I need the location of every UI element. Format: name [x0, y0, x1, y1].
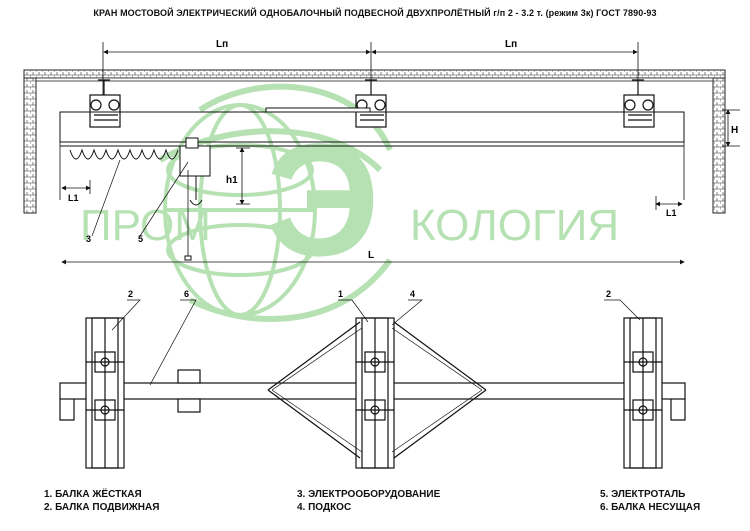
- wall-left: [23, 69, 37, 214]
- legend-item-6: 6. БАЛКА НЕСУЩАЯ: [600, 502, 701, 513]
- overhang-right-label: L1: [666, 208, 677, 218]
- legend-item-3: 3. ЭЛЕКТРООБОРУДОВАНИЕ: [297, 489, 441, 500]
- span-left-label: Lп: [216, 39, 228, 50]
- bridge-beam: [59, 107, 685, 200]
- height-dimensions: [236, 109, 740, 205]
- watermark: Э ПРОМ КОЛОГИЯ: [80, 83, 619, 322]
- top-leader-lines: [91, 159, 189, 237]
- span-right-label: Lп: [505, 39, 517, 50]
- callout-3: 3: [86, 234, 91, 244]
- festoon-cable: [69, 148, 179, 160]
- drawing-title: КРАН МОСТОВОЙ ЭЛЕКТРИЧЕСКИЙ ОДНОБАЛОЧНЫЙ…: [93, 8, 657, 18]
- callout-6: 6: [184, 289, 189, 299]
- legend-column-2: 3. ЭЛЕКТРООБОРУДОВАНИЕ 4. ПОДКОС: [297, 488, 440, 514]
- callout-5: 5: [138, 234, 143, 244]
- legend-column-1: 1. БАЛКА ЖЁСТКАЯ 2. БАЛКА ПОДВИЖНАЯ: [44, 488, 159, 514]
- brace-struts: [267, 321, 487, 459]
- watermark-text-right: КОЛОГИЯ: [410, 201, 619, 250]
- legend-item-4: 4. ПОДКОС: [297, 502, 352, 513]
- callout-4: 4: [410, 289, 415, 299]
- legend-item-2: 2. БАЛКА ПОДВИЖНАЯ: [44, 502, 160, 513]
- overhang-dimensions: [61, 180, 683, 210]
- height-label: Н: [731, 125, 738, 136]
- plan-view: [59, 317, 686, 469]
- legend-item-5: 5. ЭЛЕКТРОТАЛЬ: [600, 489, 686, 500]
- ceiling: [23, 69, 726, 79]
- watermark-globe: [163, 103, 317, 317]
- overhang-left-label: L1: [68, 193, 79, 203]
- legend-column-3: 5. ЭЛЕКТРОТАЛЬ 6. БАЛКА НЕСУЩАЯ: [600, 488, 700, 514]
- callout-2-left: 2: [128, 289, 133, 299]
- plan-leader-lines: [111, 299, 641, 386]
- callout-2-right: 2: [606, 289, 611, 299]
- callout-1: 1: [338, 289, 343, 299]
- electric-hoist: [179, 137, 211, 261]
- total-length-label: L: [368, 250, 374, 261]
- hook-height-label: h1: [226, 175, 238, 186]
- wall-right: [712, 69, 726, 214]
- legend-item-1: 1. БАЛКА ЖЁСТКАЯ: [44, 489, 142, 500]
- runway-supports: [89, 79, 655, 128]
- watermark-letter: Э: [266, 110, 380, 289]
- watermark-text-left: ПРОМ: [80, 201, 211, 250]
